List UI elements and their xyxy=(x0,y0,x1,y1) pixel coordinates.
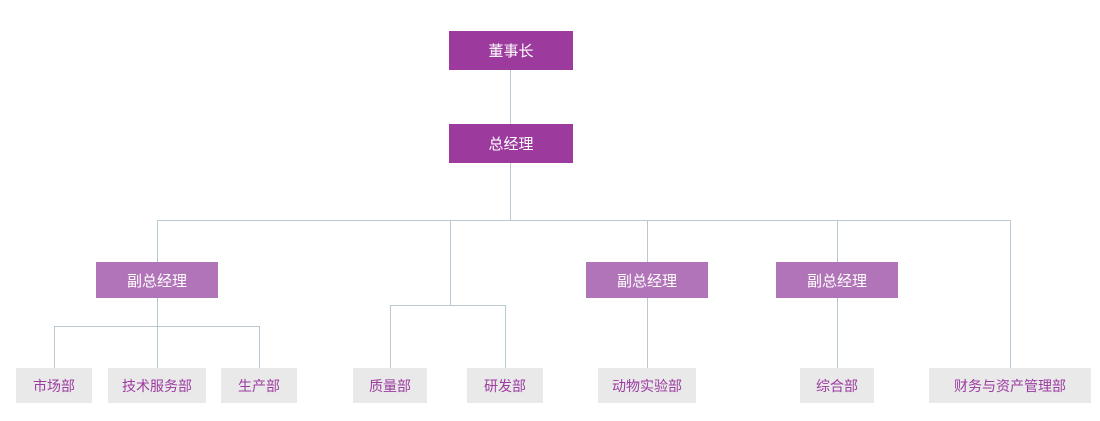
node-dept-finance-asset: 财务与资产管理部 xyxy=(929,368,1091,403)
node-dept-finance-asset-label: 财务与资产管理部 xyxy=(954,378,1066,395)
connector-quality-rd-horizontal xyxy=(390,305,505,306)
connector-drop-vp1 xyxy=(157,220,158,262)
node-vp-3-label: 副总经理 xyxy=(806,271,867,290)
connector-drop-rd xyxy=(505,305,506,368)
node-dept-general-affairs: 综合部 xyxy=(800,368,874,403)
node-dept-production: 生产部 xyxy=(221,368,297,403)
connector-main-horizontal xyxy=(157,220,1011,221)
connector-drop-vp2 xyxy=(647,220,648,262)
connector-vp2-animal xyxy=(647,298,648,368)
connector-gm-mainline xyxy=(510,163,511,220)
node-dept-tech-service: 技术服务部 xyxy=(108,368,206,403)
connector-drop-production xyxy=(259,326,260,368)
node-dept-animal-lab-label: 动物实验部 xyxy=(612,378,682,395)
node-vp-2-label: 副总经理 xyxy=(616,271,677,290)
node-vp-2: 副总经理 xyxy=(586,262,708,298)
node-dept-general-affairs-label: 综合部 xyxy=(816,378,858,395)
node-dept-rd-label: 研发部 xyxy=(484,378,526,395)
connector-drop-quality-rd xyxy=(450,220,451,305)
connector-drop-techservice xyxy=(157,326,158,368)
node-general-manager-label: 总经理 xyxy=(488,135,534,153)
node-chairman-label: 董事长 xyxy=(488,42,534,60)
node-chairman: 董事长 xyxy=(449,31,573,70)
node-dept-marketing: 市场部 xyxy=(16,368,92,403)
node-dept-quality-label: 质量部 xyxy=(369,378,411,395)
connector-chairman-gm xyxy=(510,70,511,124)
connector-vp3-general xyxy=(837,298,838,368)
connector-vp1-horizontal xyxy=(54,326,259,327)
connector-drop-marketing xyxy=(54,326,55,368)
node-dept-animal-lab: 动物实验部 xyxy=(598,368,696,403)
node-vp-1-label: 副总经理 xyxy=(126,271,187,290)
connector-drop-quality xyxy=(390,305,391,368)
node-vp-1: 副总经理 xyxy=(96,262,218,298)
node-vp-3: 副总经理 xyxy=(776,262,898,298)
node-dept-marketing-label: 市场部 xyxy=(33,378,75,395)
node-dept-quality: 质量部 xyxy=(353,368,427,403)
node-dept-tech-service-label: 技术服务部 xyxy=(122,378,192,395)
connector-drop-finance xyxy=(1010,220,1011,368)
node-general-manager: 总经理 xyxy=(449,124,573,163)
connector-drop-vp3 xyxy=(837,220,838,262)
node-dept-rd: 研发部 xyxy=(467,368,543,403)
node-dept-production-label: 生产部 xyxy=(238,378,280,395)
connector-vp1-subline xyxy=(157,298,158,326)
